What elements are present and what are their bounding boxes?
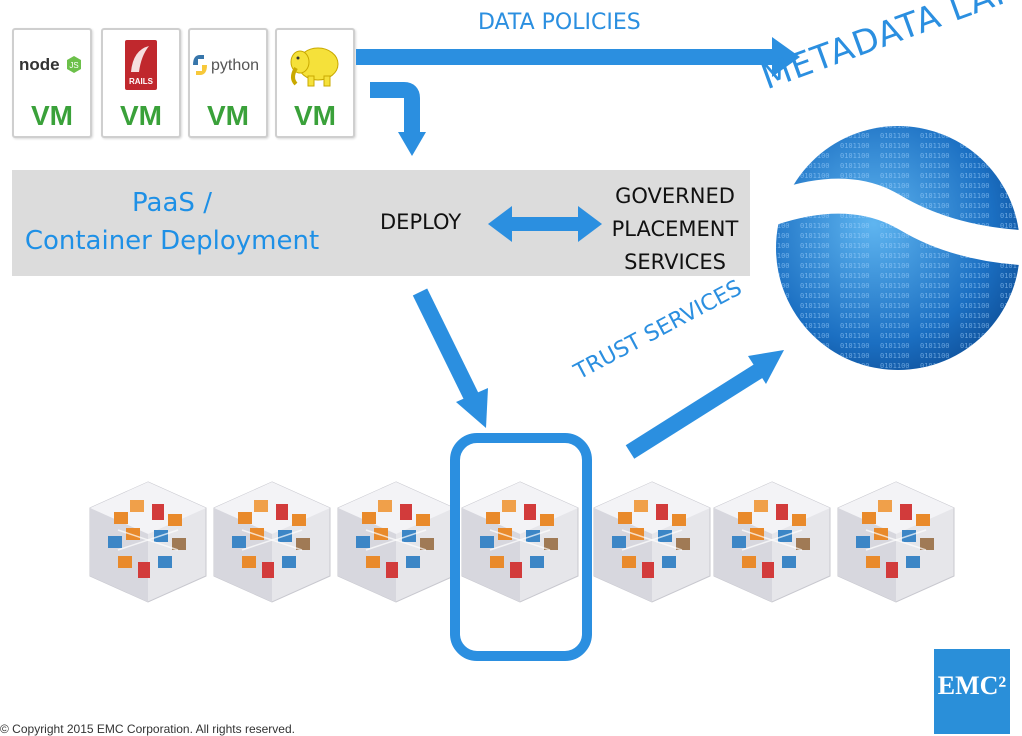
vm-label: VM [294,100,336,131]
host-cube-1 [89,481,207,603]
paas-title: PaaS / Container Deployment [12,184,332,260]
svg-text:node: node [19,55,60,74]
data-policies-label: DATA POLICIES [478,10,641,35]
host-cube-2 [213,481,331,603]
host-cube-6 [713,481,831,603]
vm-box-python: python VM [188,28,268,138]
deploy-label: DEPLOY [380,210,462,234]
placement-arrow [412,288,488,428]
rails-logo-icon: RAILS [103,38,179,92]
copyright-text: © Copyright 2015 EMC Corporation. All ri… [0,722,295,736]
paas-title-line2: Container Deployment [24,226,320,256]
host-cube-4-selected [461,481,579,603]
trust-services-arrow [625,350,784,459]
deploy-governed-double-arrow [488,206,602,242]
svg-text:JS: JS [69,61,78,70]
deploy-down-arrow [370,82,426,156]
metadata-lake-icon [776,126,1020,370]
vm-box-rails: RAILS VM [101,28,181,138]
host-cube-5 [593,481,711,603]
paas-title-line1: PaaS / [132,188,212,218]
svg-text:python: python [211,57,259,74]
governed-placement-services: GOVERNED PLACEMENT SERVICES [600,180,750,279]
governed-line1: GOVERNED [615,184,735,208]
paas-panel: PaaS / Container Deployment DEPLOY GOVER… [12,170,750,276]
governed-line3: SERVICES [624,250,726,274]
vm-label: VM [31,100,73,131]
host-cube-3 [337,481,455,603]
svg-text:RAILS: RAILS [129,77,154,86]
vm-label: VM [120,100,162,131]
governed-line2: PLACEMENT [611,217,739,241]
nodejs-logo-icon: node JS [14,38,90,92]
hadoop-elephant-icon [277,38,353,92]
vm-box-node: node JS VM [12,28,92,138]
vm-box-hadoop: VM [275,28,355,138]
vm-label: VM [207,100,249,131]
emc-logo: EMC² [934,649,1010,734]
python-logo-icon: python [190,38,266,92]
host-cube-7 [837,481,955,603]
selected-host-highlight [450,433,592,661]
data-policies-arrow [356,37,800,77]
emc-logo-text: EMC² [937,671,1007,700]
